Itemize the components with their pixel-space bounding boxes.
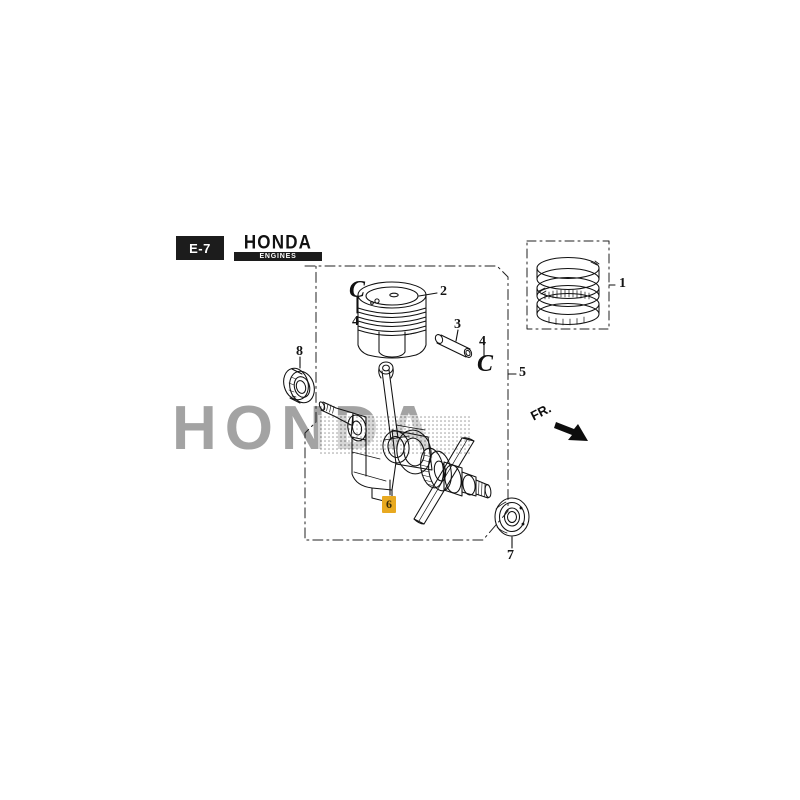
part-8-bearing-left bbox=[283, 367, 315, 404]
leader-3 bbox=[455, 329, 459, 342]
front-direction-marker: FR. bbox=[528, 400, 600, 454]
brand-wordmark: HONDA bbox=[243, 231, 313, 254]
ring-set-dashed-box bbox=[526, 240, 610, 330]
callout-8: 8 bbox=[296, 344, 303, 359]
part-1-piston-ring-group bbox=[526, 240, 616, 330]
crank-right-shaft bbox=[443, 461, 492, 499]
crank-middle bbox=[391, 424, 433, 475]
callout-7: 7 bbox=[507, 548, 514, 563]
part-3-piston-pin bbox=[434, 334, 473, 358]
direction-arrow-icon bbox=[554, 422, 588, 441]
assembly-group-boundary bbox=[304, 265, 517, 541]
callout-4-right: 4 bbox=[479, 334, 486, 349]
honda-logo: HONDA ENGINES bbox=[234, 231, 322, 261]
header-badge: E-7 HONDA ENGINES bbox=[176, 231, 322, 261]
piston-ring-stack bbox=[536, 256, 600, 326]
callout-5: 5 bbox=[519, 365, 526, 380]
callout-2: 2 bbox=[440, 284, 447, 299]
leader-2 bbox=[418, 292, 438, 297]
section-code: E-7 bbox=[176, 236, 224, 260]
clip-glyph-right: C bbox=[477, 351, 494, 377]
callout-4-left: 4 bbox=[352, 314, 359, 329]
crank-web-left bbox=[351, 436, 397, 504]
part-2-piston bbox=[357, 281, 427, 359]
crank-counterweight-paddle bbox=[413, 437, 475, 525]
part-7-bearing-right bbox=[494, 497, 530, 537]
clip-glyph-left: C bbox=[349, 277, 366, 303]
brand-subtitle: ENGINES bbox=[234, 252, 322, 261]
callout-1: 1 bbox=[619, 276, 626, 291]
callout-3: 3 bbox=[454, 317, 461, 332]
callout-6: 6 bbox=[382, 496, 396, 513]
part-6-crankshaft bbox=[318, 361, 492, 525]
